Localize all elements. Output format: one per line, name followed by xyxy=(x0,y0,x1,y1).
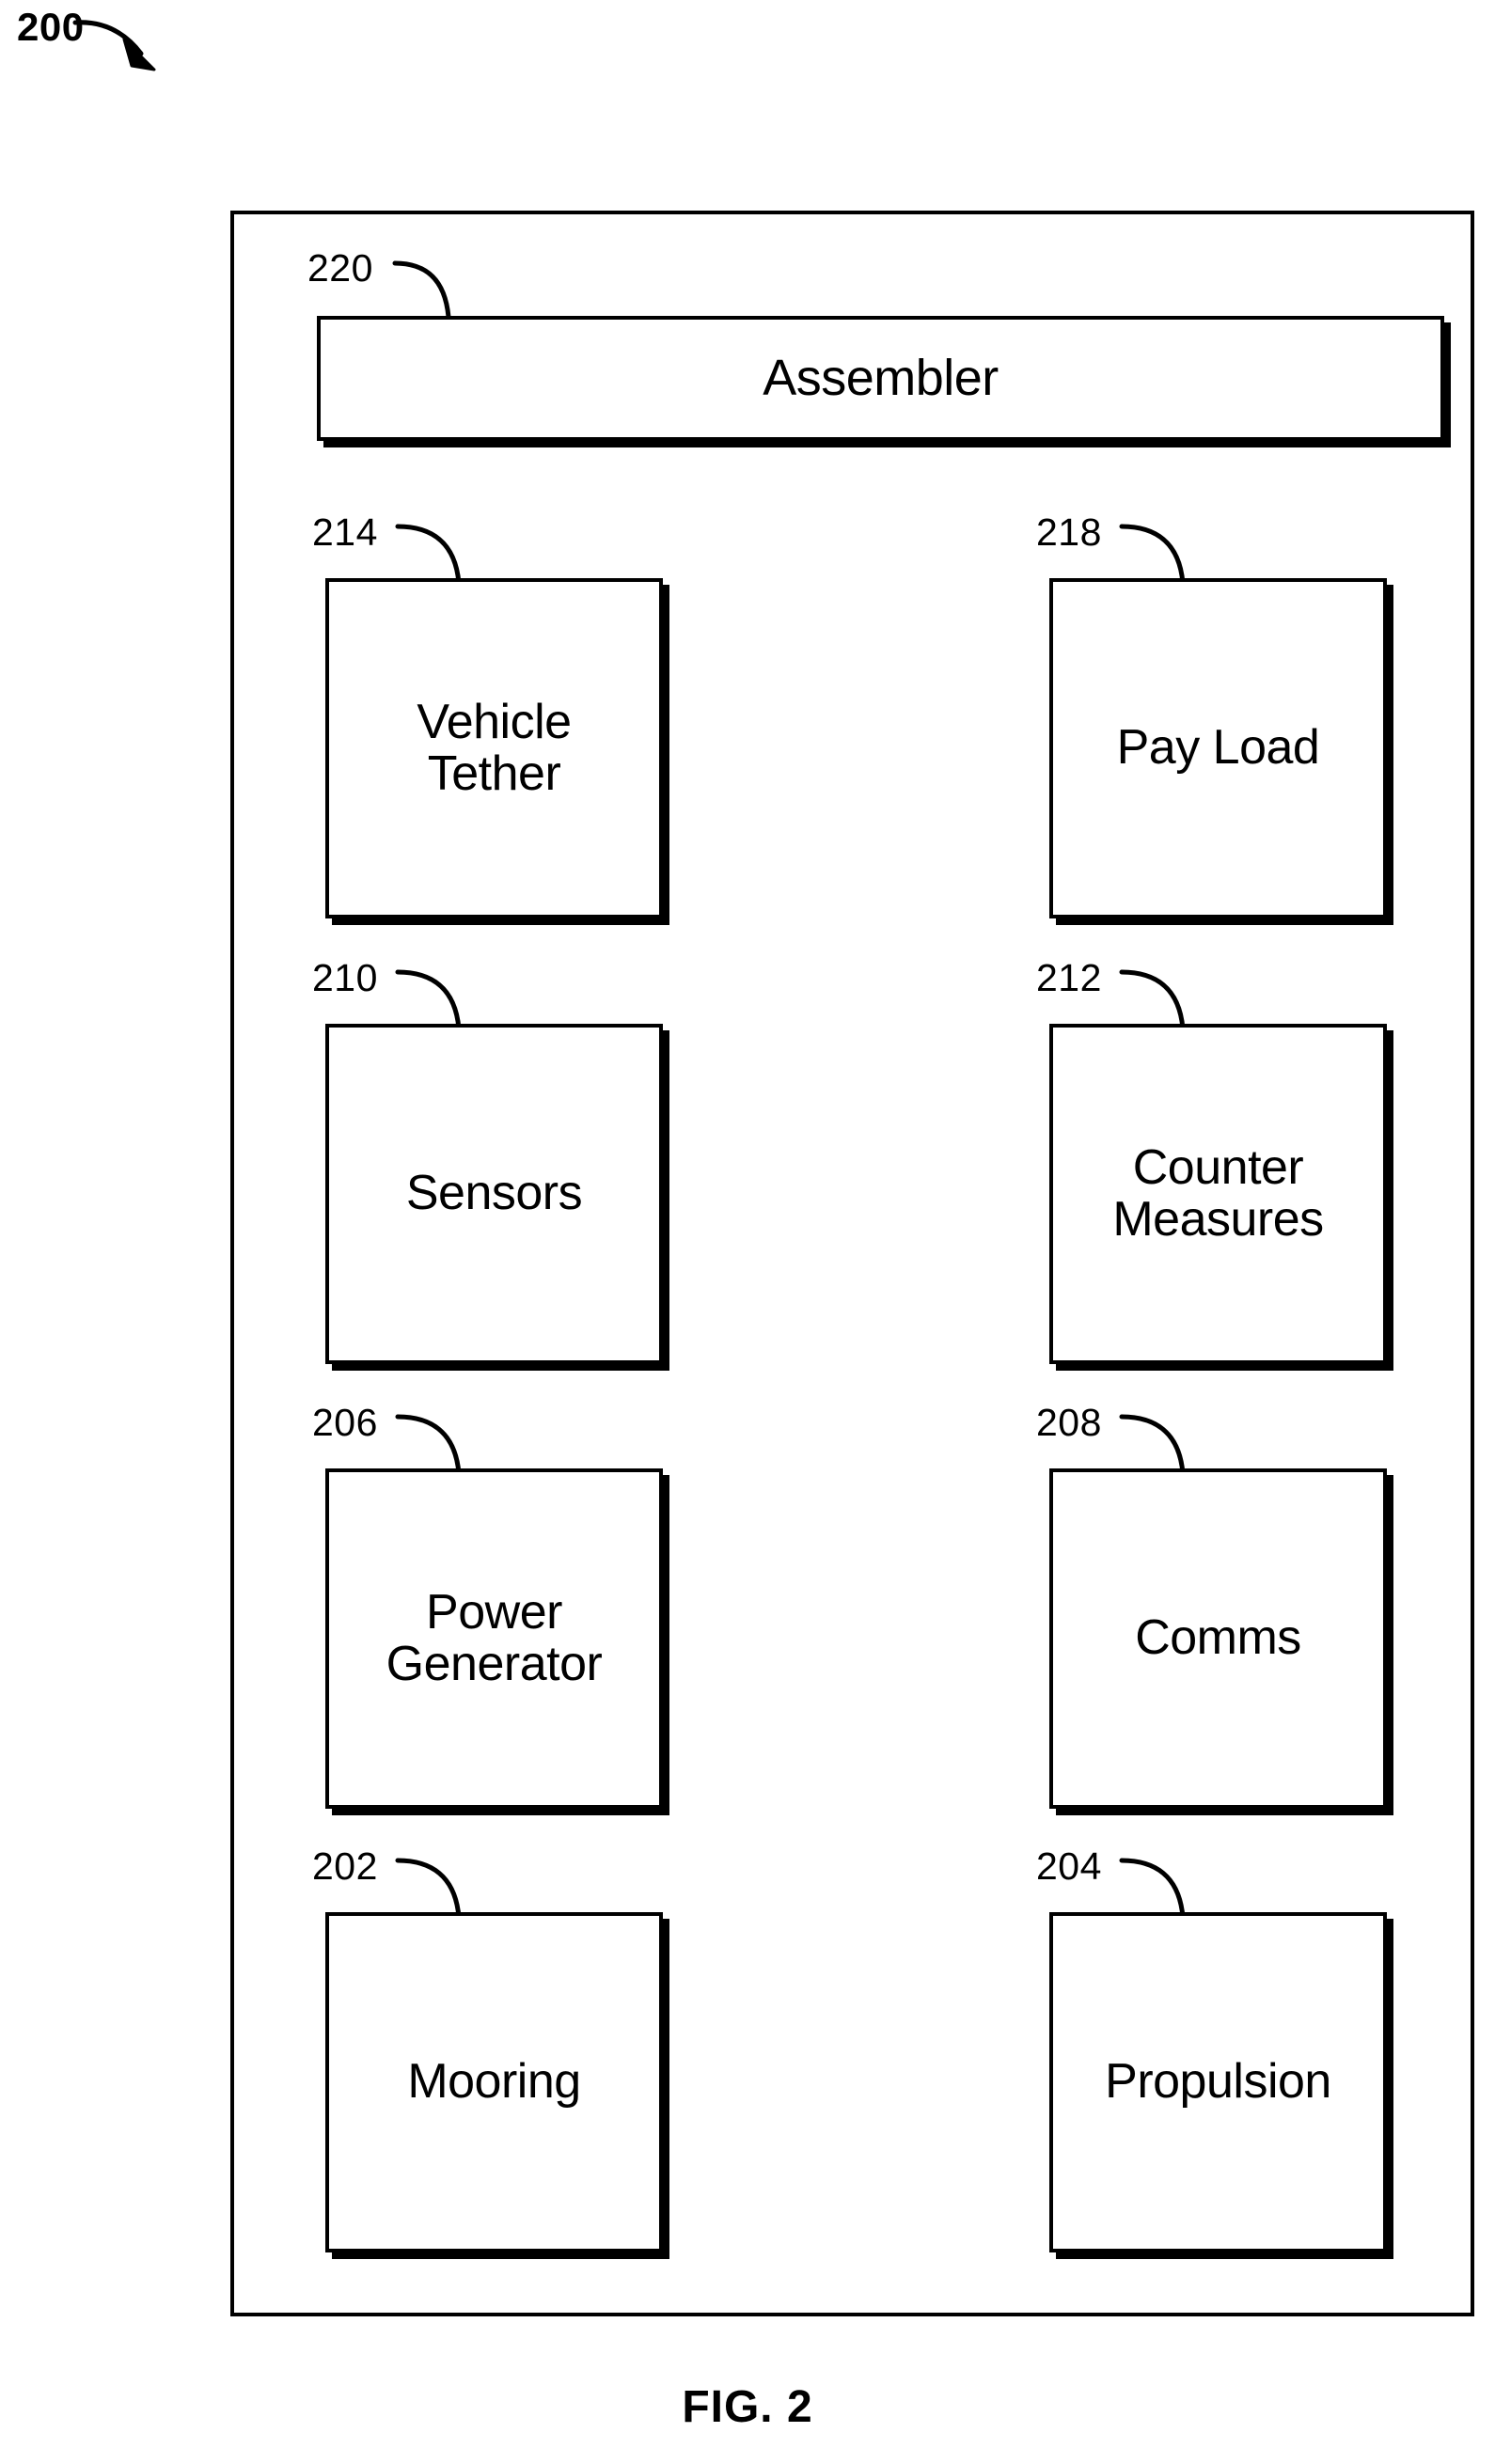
reference-number-220: 220 xyxy=(307,246,373,290)
figure-reference-number: 200 xyxy=(17,5,85,49)
block-power-generator-label: Power Generator xyxy=(386,1584,603,1691)
reference-callout-218: 218 xyxy=(1036,513,1224,585)
block-assembler[interactable]: Assembler xyxy=(317,316,1444,441)
leader-line-icon xyxy=(395,1414,462,1475)
reference-callout-210: 210 xyxy=(312,959,500,1030)
reference-callout-206: 206 xyxy=(312,1404,500,1475)
reference-callout-204: 204 xyxy=(1036,1847,1224,1919)
figure-caption: FIG. 2 xyxy=(682,2382,813,2432)
reference-number-206: 206 xyxy=(312,1401,378,1444)
block-comms[interactable]: Comms xyxy=(1049,1468,1387,1809)
leader-line-icon xyxy=(1119,1858,1186,1919)
reference-callout-212: 212 xyxy=(1036,959,1224,1030)
reference-number-214: 214 xyxy=(312,510,378,554)
reference-callout-202: 202 xyxy=(312,1847,500,1919)
leader-line-icon xyxy=(395,969,462,1030)
leader-line-icon xyxy=(1119,1414,1186,1475)
block-counter-measures[interactable]: Counter Measures xyxy=(1049,1024,1387,1364)
reference-number-210: 210 xyxy=(312,956,378,999)
figure-reference-arrow-icon xyxy=(72,20,156,71)
block-vehicle-tether[interactable]: Vehicle Tether xyxy=(325,578,663,918)
block-sensors[interactable]: Sensors xyxy=(325,1024,663,1364)
block-vehicle-tether-label: Vehicle Tether xyxy=(417,694,572,801)
block-mooring[interactable]: Mooring xyxy=(325,1912,663,2252)
leader-line-icon xyxy=(1119,524,1186,585)
block-sensors-label: Sensors xyxy=(405,1166,583,1221)
reference-number-204: 204 xyxy=(1036,1844,1102,1888)
system-container: 220 Assembler 214 Vehicle Tether 218 Pay… xyxy=(230,211,1474,2316)
reference-callout-208: 208 xyxy=(1036,1404,1224,1475)
block-pay-load[interactable]: Pay Load xyxy=(1049,578,1387,918)
leader-line-icon xyxy=(395,1858,462,1919)
reference-number-202: 202 xyxy=(312,1844,378,1888)
block-mooring-label: Mooring xyxy=(407,2054,581,2110)
block-propulsion-label: Propulsion xyxy=(1105,2054,1331,2110)
reference-number-212: 212 xyxy=(1036,956,1102,999)
reference-callout-220: 220 xyxy=(307,249,496,321)
leader-line-icon xyxy=(1119,969,1186,1030)
block-comms-label: Comms xyxy=(1135,1610,1301,1666)
leader-line-icon xyxy=(395,524,462,585)
block-assembler-label: Assembler xyxy=(763,349,999,406)
reference-callout-214: 214 xyxy=(312,513,500,585)
reference-number-208: 208 xyxy=(1036,1401,1102,1444)
reference-number-218: 218 xyxy=(1036,510,1102,554)
block-propulsion[interactable]: Propulsion xyxy=(1049,1912,1387,2252)
block-counter-measures-label: Counter Measures xyxy=(1112,1139,1324,1247)
block-power-generator[interactable]: Power Generator xyxy=(325,1468,663,1809)
block-pay-load-label: Pay Load xyxy=(1116,720,1320,776)
leader-line-icon xyxy=(392,260,451,319)
